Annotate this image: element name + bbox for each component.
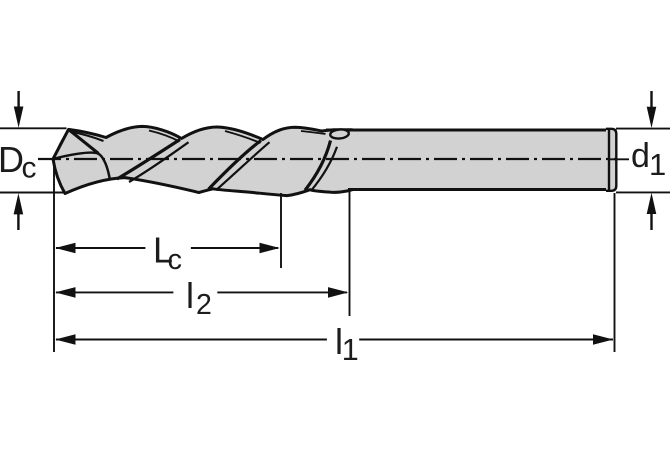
svg-text:1: 1 <box>342 333 359 367</box>
svg-text:c: c <box>22 151 37 184</box>
svg-text:c: c <box>168 244 183 276</box>
svg-text:l: l <box>335 321 343 362</box>
svg-text:l: l <box>186 275 194 316</box>
svg-text:L: L <box>153 230 173 271</box>
svg-text:D: D <box>0 139 24 180</box>
svg-text:2: 2 <box>196 289 212 321</box>
svg-text:d: d <box>631 137 650 175</box>
svg-text:1: 1 <box>649 147 666 182</box>
